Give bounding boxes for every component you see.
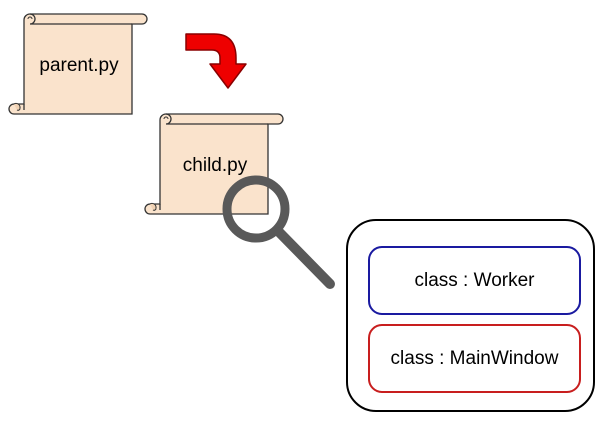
child-file-label: child.py <box>182 155 248 176</box>
worker-class-box: class : Worker <box>368 246 581 315</box>
curved-arrow-down-icon <box>185 33 247 89</box>
magnifying-glass-icon <box>222 175 335 289</box>
parent-file-label: parent.py <box>39 55 119 76</box>
worker-class-label: class : Worker <box>414 269 535 291</box>
mainwindow-class-box: class : MainWindow <box>368 324 581 393</box>
mainwindow-class-label: class : MainWindow <box>390 347 559 369</box>
